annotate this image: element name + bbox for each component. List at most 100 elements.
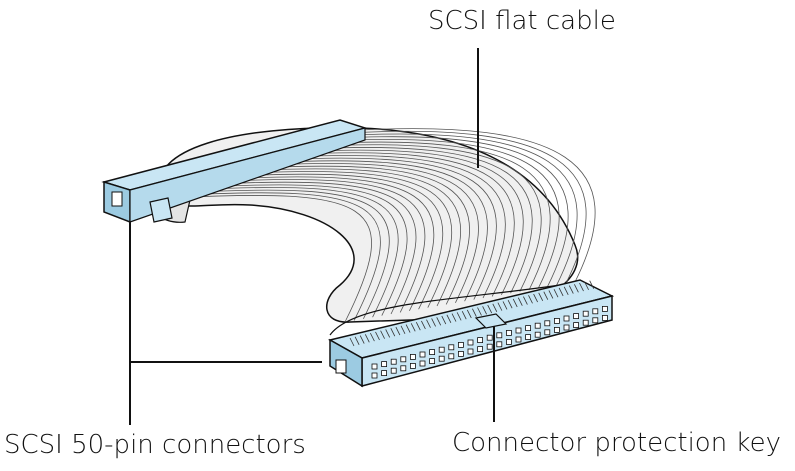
cable-tooth [380,330,385,339]
pin-hole [563,324,570,331]
cable-tooth [359,335,365,344]
pin-hole [486,334,493,341]
cable-wire [253,165,470,305]
cable-tooth [451,313,457,322]
pin-hole [563,315,570,322]
pin-hole [554,326,560,333]
cable-tooth [512,298,518,308]
cable-tooth [502,301,508,310]
cable-tooth [441,315,447,325]
cable-tooth [548,290,554,299]
cable-wire [291,152,515,297]
cable-tooth [426,319,431,328]
cable-tooth [482,306,487,315]
pin-hole [419,360,426,367]
cable-tooth [584,281,589,291]
cable-tooth [558,287,564,297]
pin-hole [534,331,541,338]
cable-tooth [538,292,544,302]
pin-hole [429,358,436,365]
pin-hole [390,358,397,365]
cable-tooth [461,310,467,320]
pin-hole [390,367,397,374]
cable-wire [314,144,542,292]
pin-hole [582,310,589,317]
pin-hole [505,329,512,336]
cable-wire [299,149,524,295]
cable-tooth [523,296,528,305]
cable-tooth [466,309,472,319]
cable-tooth [533,293,538,303]
pin-hole [486,343,493,350]
cable-tooth [477,307,482,316]
cable-wire [276,157,497,300]
pin-hole [496,332,503,339]
cable-tooth [446,314,452,323]
pin-hole [554,317,560,324]
cable-tooth [497,302,503,311]
pin-hole [438,346,445,353]
cable-wire [238,171,453,308]
pin-hole [505,338,512,345]
pin-hole [477,337,484,344]
cable-tooth [579,282,584,292]
connector-protection-key [474,313,508,329]
pin-hole [544,320,551,327]
cable-tooth [574,284,579,293]
right-connector [327,279,615,388]
cable-wire [177,192,381,321]
pin-hole [457,341,464,348]
pin-hole [467,339,474,346]
cable-wire [215,179,426,313]
cable-wire [283,155,506,299]
pin-hole [515,336,522,343]
cable-wire [329,138,560,289]
cable-tooth [410,323,416,332]
cable-tooth [589,280,595,289]
cable-tooth [431,318,436,327]
pin-hole [400,356,407,363]
cable-wire [306,147,533,294]
cable-tooth [543,291,549,300]
protection-key-label: Connector protection key [452,428,781,458]
pin-hole [592,317,599,324]
cable-tooth [553,289,559,298]
cable-tooth [405,324,411,333]
pin-hole [381,361,388,368]
cable-wire [344,133,578,286]
pin-hole [438,355,445,362]
cable-wire [169,194,372,323]
cable-tooth [528,295,533,304]
cable-tooth [375,331,380,341]
pin-hole [467,348,474,355]
cable-tooth [421,320,426,330]
pin-hole [457,350,464,357]
pin-hole [515,327,522,334]
left-connector [101,119,368,224]
pin-hole [409,353,416,360]
pin-hole [525,334,531,341]
cable-tooth [456,312,462,321]
cable-tooth [364,334,370,343]
cable-tooth [487,304,493,314]
cable-wire [352,130,587,284]
pin-hole [525,325,531,332]
pin-hole [400,365,407,372]
cable-wire [200,184,408,316]
pin-hole [602,305,608,312]
cable-wire [321,141,551,291]
cable-wire [268,160,488,302]
pin-hole [592,308,599,315]
pin-hole [419,351,426,358]
pin-hole [448,344,455,351]
cable-wire [337,136,569,287]
cable-tooth [563,286,569,295]
pin-hole [371,363,378,370]
pin-hole [429,349,436,356]
cable-tooth [492,303,498,313]
cable-tooth [517,297,523,306]
cable-wire [223,176,435,311]
pin-hole [409,362,416,369]
pin-hole [477,346,484,353]
